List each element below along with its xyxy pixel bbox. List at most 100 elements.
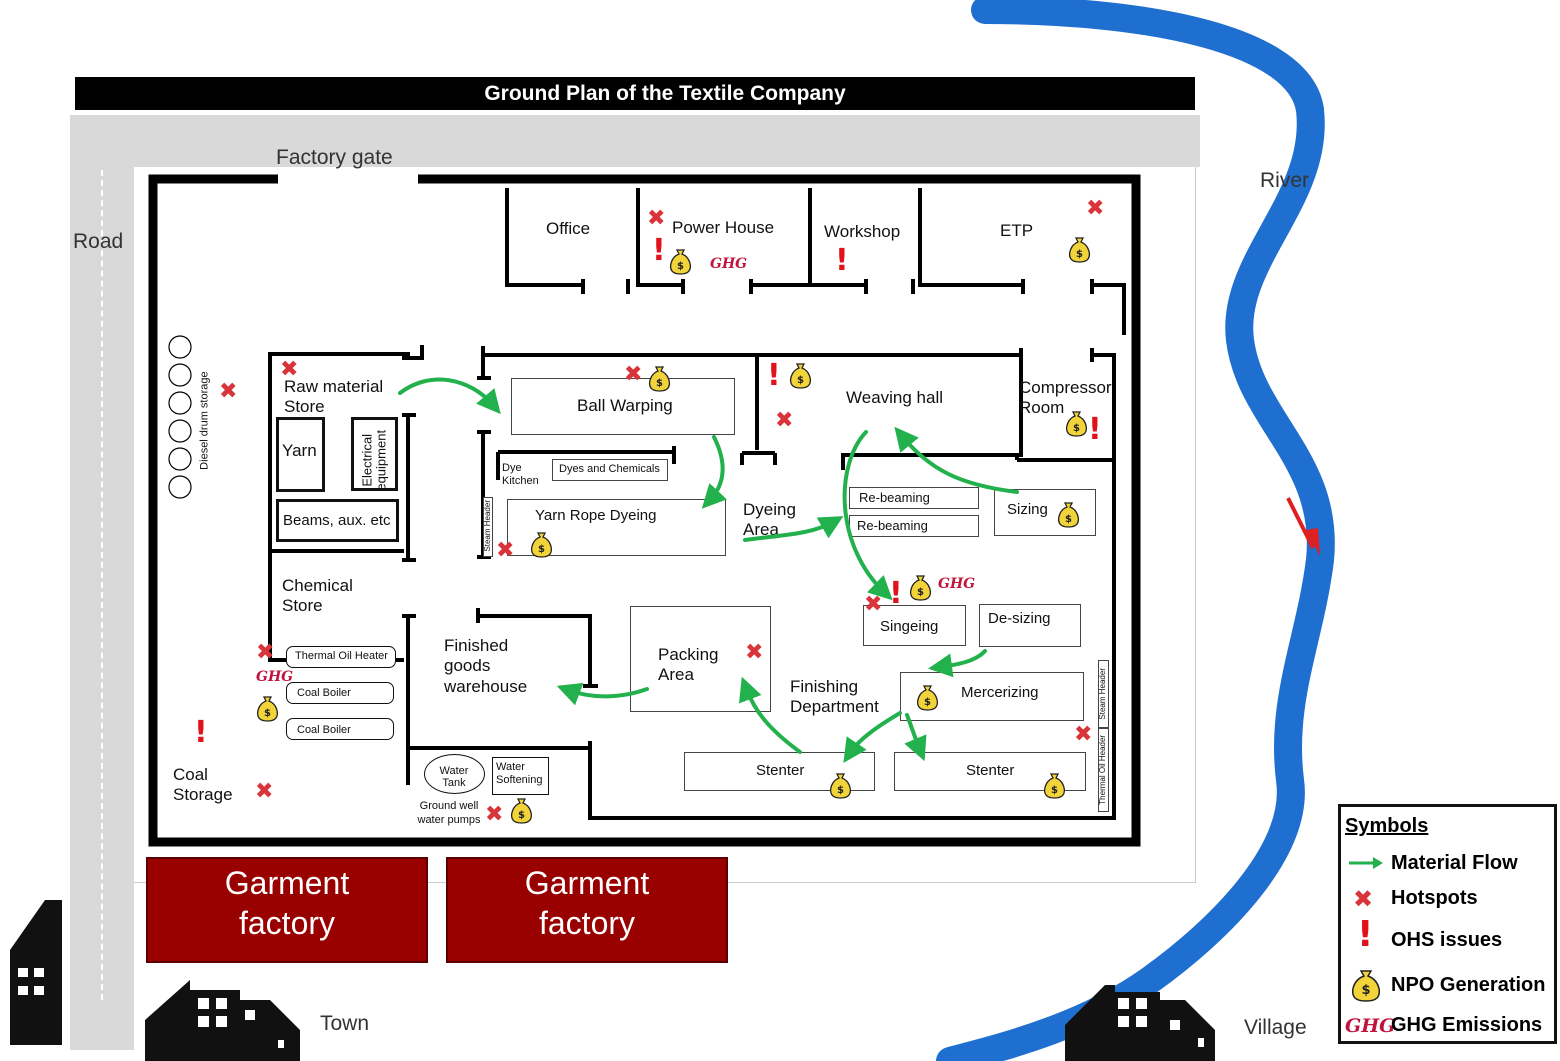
flow-desizing-to-mercerizing [928,649,987,678]
ghg-singeing: GHG [938,576,976,592]
water-tank-box [424,754,485,794]
ball-warping-label: Ball Warping [577,396,673,415]
hotspot-x-icon: ✖ [1353,885,1374,913]
ohs-exclamation-icon: ! [1357,914,1374,955]
flow-packing-to-warehouse [556,682,649,706]
ohs-exclamation-icon: ! [835,243,849,278]
hotspot-x-icon: ✖ [745,640,764,665]
hotspot-x-icon: ✖ [256,640,275,665]
hotspot-x-icon: ✖ [280,357,299,382]
svg-text:$: $ [797,375,804,386]
svg-text:$: $ [1051,785,1058,796]
packing-area-label: Packing Area [658,645,719,685]
money-bag-icon: $ [917,685,938,711]
finished-goods-label: Finished goods warehouse [444,636,528,696]
coal-storage-label: Coal Storage [173,765,233,805]
thermal-oil-heater-label: Thermal Oil Heater [295,650,388,662]
title-bar [75,77,1195,110]
ohs-exclamation-icon: ! [194,715,208,750]
flow-dyeing-to-rebeaming [743,516,844,542]
money-bag-icon: $ [257,696,278,722]
finishing-department-label: Finishing Department [790,677,879,717]
svg-text:$: $ [518,810,525,821]
yarn-box [276,417,325,492]
town-buildings [10,900,300,1061]
etp-label: ETP [1000,221,1034,240]
village-buildings [1065,985,1215,1061]
svg-text:$: $ [917,587,924,598]
money-bag-icon: $ [649,366,670,392]
ohs-exclamation-icon: ! [889,576,903,611]
water-softening-box [492,757,549,795]
sizing-label: Sizing [1007,501,1048,518]
legend-ghg-tag: GHG [1345,1015,1396,1037]
svg-text:$: $ [1073,423,1080,434]
svg-text:$: $ [538,544,545,555]
legend-material-flow: Material Flow [1391,852,1518,874]
page-title: Ground Plan of the Textile Company [484,82,846,105]
money-bag-icon: $ [1058,502,1079,528]
money-bag-icon: $ [1352,970,1380,1002]
money-bag-icon: $ [1069,237,1090,263]
svg-text:$: $ [837,785,844,796]
singeing-box [863,605,966,646]
road-horizontal [70,115,1200,167]
money-bag-icon: $ [790,363,811,389]
flow-sizing-to-weaving [894,426,1019,494]
dye-kitchen-label: Dye Kitchen [502,462,539,488]
water-softening-label: Water Softening [496,761,543,786]
money-bag-icon: $ [1044,773,1065,799]
legend-npo: NPO Generation [1391,974,1546,996]
de-sizing-label: De-sizing [988,610,1051,627]
legend-ohs: OHS issues [1391,929,1503,951]
town-label: Town [320,1012,370,1035]
ohs-exclamation-icon: ! [1088,412,1102,447]
beams-box [276,499,399,542]
hotspot-x-icon: ✖ [255,779,274,804]
steam-header-box [483,497,493,557]
coal-boiler-1-box [286,682,394,704]
village-label: Village [1244,1016,1307,1039]
yarn-rope-dyeing-label: Yarn Rope Dyeing [535,507,657,524]
factory-gate-label: Factory gate [276,146,393,169]
hotspot-x-icon: ✖ [1074,722,1093,747]
beams-label: Beams, aux. etc [283,512,391,529]
electrical-box [351,417,398,491]
water-tank-label: Water Tank [439,765,469,790]
svg-text:$: $ [264,708,271,719]
road-right-line [1195,167,1196,882]
svg-text:$: $ [1065,514,1072,525]
steam-header-2-box [1098,660,1109,728]
workshop-label: Workshop [824,222,901,241]
ball-warping-box [511,378,735,435]
ghg-boilers: GHG [256,669,294,685]
money-bag-icon: $ [511,798,532,824]
raw-material-label: Raw material Store [284,377,384,417]
money-bag-icon: $ [910,575,931,601]
legend-ghg: GHG Emissions [1391,1014,1543,1036]
ghg-power-house: GHG [710,256,748,272]
legend-title: Symbols [1345,815,1429,837]
svg-text:$: $ [677,261,684,272]
hotspot-x-icon: ✖ [1086,196,1105,221]
weaving-hall-label: Weaving hall [846,388,944,407]
ohs-exclamation-icon: ! [767,358,781,393]
svg-text:$: $ [1076,249,1083,260]
ground-well-label: Ground well water pumps [417,800,481,826]
stenter-1-label: Stenter [756,762,805,779]
mercerizing-label: Mercerizing [961,684,1039,701]
money-bag-icon: $ [531,532,552,558]
hotspot-x-icon: ✖ [219,379,238,404]
coal-boiler-2-label: Coal Boiler [297,724,351,736]
svg-text:$: $ [656,378,663,389]
garment-factory-2: Garment factory [446,857,728,963]
hotspot-x-icon: ✖ [864,592,883,617]
money-bag-icon: $ [670,249,691,275]
diesel-drums [168,335,192,499]
flow-weaving-to-singeing [842,430,893,601]
flow-stenter-to-packing [738,676,802,754]
garment-factory-1: Garment factory [146,857,428,963]
material-flow-arrow-icon [1349,857,1383,869]
